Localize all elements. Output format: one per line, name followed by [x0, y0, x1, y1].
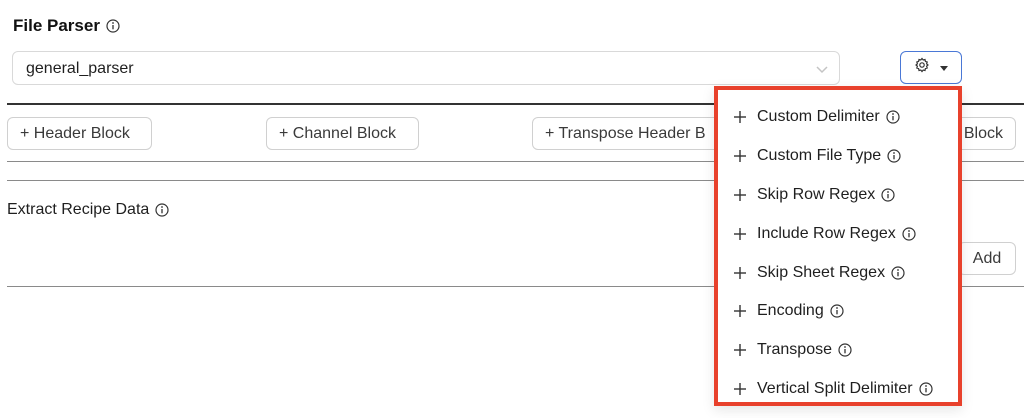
menu-item[interactable]: Skip Sheet Regex	[718, 253, 958, 292]
extract-recipe-data-text: Extract Recipe Data	[7, 201, 150, 218]
add-channel-block-button[interactable]: + Channel Block	[266, 117, 419, 150]
menu-item[interactable]: Transpose	[718, 331, 958, 370]
menu-item-label: Encoding	[757, 302, 824, 320]
plus-icon	[733, 110, 747, 124]
menu-item-label: Include Row Regex	[757, 224, 896, 242]
parser-select[interactable]: general_parser	[12, 51, 840, 85]
parser-select-value: general_parser	[26, 60, 134, 77]
plus-icon	[733, 149, 747, 163]
divider	[7, 180, 1024, 181]
menu-item[interactable]: Custom File Type	[718, 137, 958, 176]
page-title: File Parser	[13, 16, 100, 35]
menu-item-label: Transpose	[757, 341, 832, 359]
info-icon[interactable]	[838, 343, 852, 357]
extract-recipe-data-label: Extract Recipe Data	[7, 201, 169, 219]
info-icon[interactable]	[106, 19, 120, 33]
add-transpose-header-block-button[interactable]: + Transpose Header B	[532, 117, 722, 150]
title-row: File Parser	[13, 16, 120, 36]
add-header-block-button[interactable]: + Header Block	[7, 117, 152, 150]
menu-item[interactable]: Include Row Regex	[718, 214, 958, 253]
plus-icon	[733, 227, 747, 241]
info-icon[interactable]	[891, 265, 905, 280]
menu-item-label: Skip Sheet Regex	[757, 263, 886, 281]
plus-icon	[733, 266, 747, 280]
info-icon[interactable]	[155, 203, 169, 217]
menu-item-label: Custom File Type	[757, 147, 882, 165]
menu-item-label: Skip Row Regex	[757, 185, 876, 203]
menu-item-label: Vertical Split Delimiter	[757, 379, 913, 397]
settings-dropdown-button[interactable]	[900, 51, 962, 84]
divider	[7, 286, 1024, 287]
add-block-button-label: Block	[963, 124, 1003, 142]
plus-icon	[733, 343, 747, 357]
chevron-down-icon	[815, 62, 829, 81]
info-icon[interactable]	[886, 110, 900, 124]
plus-icon	[733, 382, 747, 396]
menu-item-label: Custom Delimiter	[757, 108, 880, 126]
menu-item[interactable]: Skip Row Regex	[718, 176, 958, 215]
menu-item[interactable]: Encoding	[718, 292, 958, 331]
caret-down-icon	[940, 59, 948, 77]
info-icon[interactable]	[830, 304, 844, 318]
menu-item[interactable]: Vertical Split Delimiter	[718, 370, 958, 409]
gear-icon	[914, 57, 930, 78]
info-icon[interactable]	[887, 149, 901, 163]
info-icon[interactable]	[919, 382, 933, 396]
plus-icon	[733, 304, 747, 318]
divider	[7, 103, 1024, 105]
add-button[interactable]: Add	[958, 242, 1016, 275]
info-icon[interactable]	[881, 188, 895, 202]
info-icon[interactable]	[902, 227, 916, 241]
plus-icon	[733, 188, 747, 202]
menu-item[interactable]: Custom Delimiter	[718, 98, 958, 137]
divider	[7, 161, 1024, 162]
